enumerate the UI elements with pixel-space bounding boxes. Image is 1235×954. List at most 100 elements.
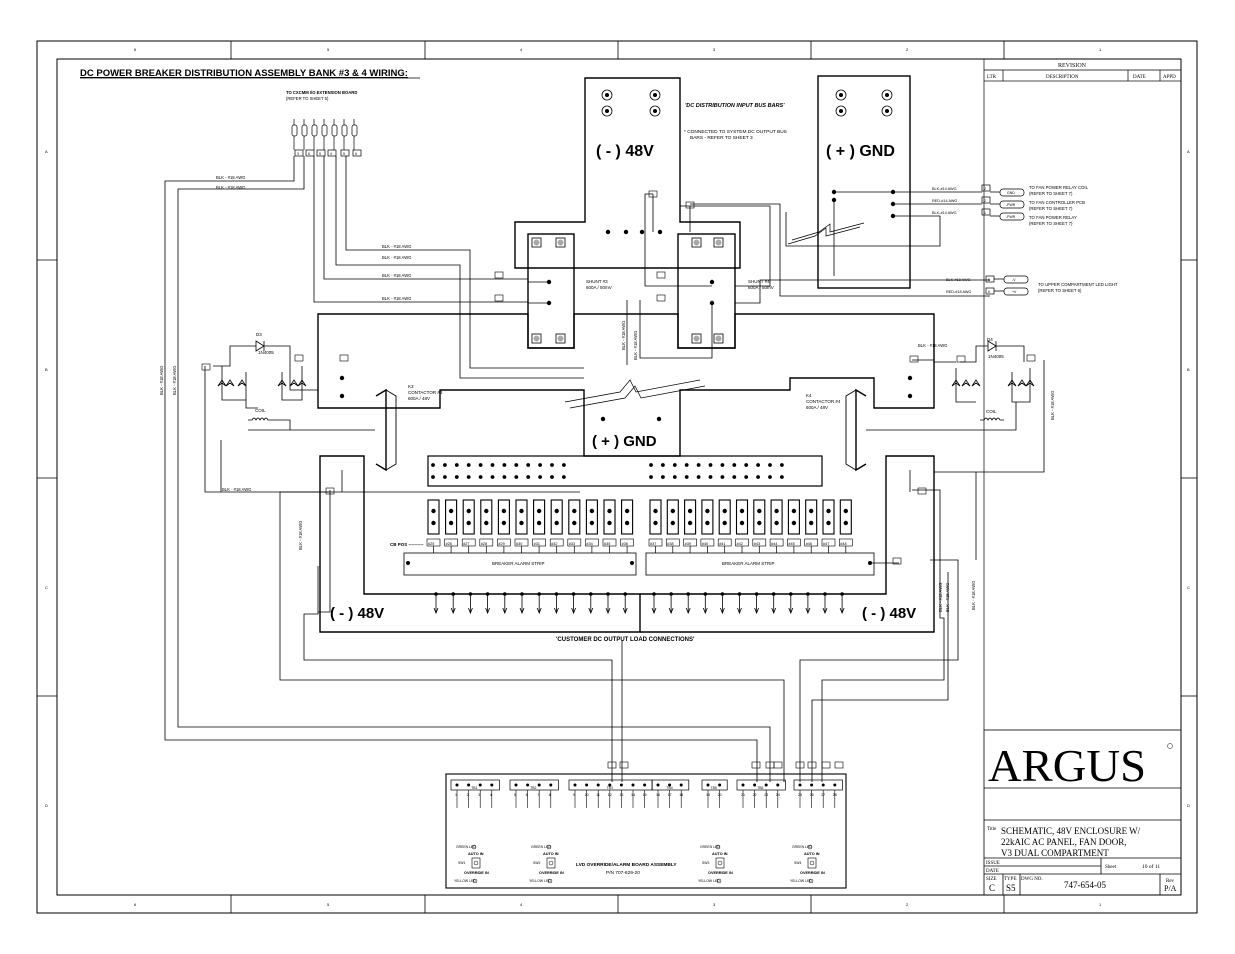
zone-row-label: C bbox=[1187, 585, 1190, 590]
breaker-position-label: #44 bbox=[771, 542, 777, 546]
input-bus-neg-label: ( - ) 48V bbox=[596, 143, 654, 160]
page-title: DC POWER BREAKER DISTRIBUTION ASSEMBLY B… bbox=[80, 68, 408, 79]
revision-col-ltr: LTR bbox=[987, 75, 997, 80]
breaker-position-label: #48 bbox=[840, 542, 846, 546]
gnd-terminal bbox=[661, 463, 665, 467]
terminal-number: 18 bbox=[679, 793, 683, 797]
fan-pin-label: 1 bbox=[984, 211, 986, 215]
circuit-breaker: #45 bbox=[787, 499, 801, 553]
terminal-number: 6 bbox=[526, 793, 528, 797]
terminal-number: 3 bbox=[478, 793, 480, 797]
green-led-label: GREEN LED bbox=[700, 845, 720, 849]
terminal-number: 12 bbox=[608, 793, 612, 797]
terminal-number: 15 bbox=[643, 793, 647, 797]
terminal-block-label: TB4 bbox=[666, 786, 672, 790]
fan-conn-ref: (REFER TO SHEET 7) bbox=[1029, 191, 1073, 196]
wire-markers bbox=[201, 190, 1036, 769]
cb-pos-label: CB POS ---------- bbox=[390, 542, 424, 547]
zone-col-label: 1 bbox=[1099, 902, 1102, 907]
breaker-position-label: #41 bbox=[719, 542, 725, 546]
auto-in-label: AUTO IN bbox=[543, 852, 559, 856]
shunt-4 bbox=[677, 233, 736, 349]
gnd-bar-terminals bbox=[431, 463, 784, 479]
toggle-switch-icon bbox=[471, 857, 481, 869]
extension-board-label: TO CXCMM I/O EXTENSION BOARD bbox=[286, 90, 357, 95]
wire-label: BLK - #18 AWG bbox=[938, 583, 943, 612]
circuit-breaker: #44 bbox=[769, 499, 784, 553]
led-connection bbox=[985, 275, 1029, 296]
gnd-terminal bbox=[732, 475, 737, 479]
title-line: V3 DUAL COMPARTMENT bbox=[1001, 848, 1109, 858]
wire-label: BLK - #18 AWG bbox=[222, 487, 251, 492]
wire-label: BLK - #18 AWG bbox=[216, 175, 245, 180]
terminal-number: 14 bbox=[631, 793, 635, 797]
size-value: C bbox=[989, 883, 995, 893]
breaker-position-label: #29 bbox=[498, 542, 504, 546]
wire-label: RED-#18 AWG bbox=[946, 290, 971, 294]
mid-gnd-label: ( + ) GND bbox=[592, 433, 657, 450]
shunt-3-name: SHUNT #3 bbox=[586, 279, 608, 284]
gnd-terminal bbox=[768, 475, 772, 479]
breaker-position-label: #46 bbox=[806, 542, 812, 546]
terminal-number: 16 bbox=[656, 793, 660, 797]
green-led-icon bbox=[807, 844, 813, 850]
circuit-breaker: #47 bbox=[821, 499, 836, 553]
breaker-position-label: #25 bbox=[428, 542, 434, 546]
shunt-3 bbox=[527, 233, 575, 349]
load-terminal bbox=[668, 592, 674, 615]
inner-border bbox=[56, 58, 1182, 896]
gnd-terminal bbox=[478, 463, 483, 467]
title-line: 22kAIC AC PANEL, FAN DOOR, bbox=[1001, 837, 1127, 847]
fan-conn-ref: (REFER TO SHEET 7) bbox=[1029, 206, 1073, 211]
load-bus-neg-right bbox=[640, 455, 935, 633]
breaker-position-label: #45 bbox=[788, 542, 794, 546]
gnd-terminal bbox=[502, 463, 507, 467]
override-in-label: OVERRIDE IN bbox=[708, 871, 733, 875]
input-bus-pos-label: ( + ) GND bbox=[826, 143, 895, 160]
load-terminal bbox=[651, 592, 657, 615]
circuit-breaker: #42 bbox=[735, 499, 749, 553]
zone-row-label: A bbox=[1187, 149, 1190, 154]
breaker-position-label: #34 bbox=[586, 542, 592, 546]
extension-board-ref: (REFER TO SHEET 5) bbox=[286, 96, 329, 101]
zone-row-label: C bbox=[45, 585, 48, 590]
zone-col-label: 4 bbox=[520, 902, 523, 907]
fan-conn-label: GND bbox=[1007, 191, 1015, 195]
load-terminal bbox=[536, 592, 542, 615]
load-terminal bbox=[805, 592, 811, 615]
switch-label: SW2 bbox=[533, 861, 540, 865]
circuit-breaker: #38 bbox=[665, 499, 680, 553]
wire-label: BLK - #18 AWG bbox=[382, 296, 411, 301]
k4-desc: CONTACTOR #4 bbox=[806, 399, 841, 404]
zone-row-label: A bbox=[45, 149, 48, 154]
gnd-terminal bbox=[466, 475, 471, 479]
gnd-terminal bbox=[744, 475, 749, 479]
revision-header: REVISION bbox=[1058, 63, 1087, 69]
terminal-number: 1 bbox=[455, 793, 457, 797]
gnd-terminal bbox=[684, 463, 689, 467]
revision-col-date: DATE bbox=[1133, 75, 1146, 80]
gnd-terminal bbox=[490, 475, 495, 479]
wire-label: BLK - #18 AWG bbox=[159, 366, 164, 395]
gnd-terminal bbox=[649, 463, 653, 467]
load-terminal bbox=[433, 592, 439, 615]
wire-label: BLK - #18 AWG bbox=[382, 273, 411, 278]
bus-bars-title: 'DC DISTRIBUTION INPUT BUS BARS' bbox=[685, 103, 785, 109]
wire-label: BLK - #18 AWG bbox=[382, 255, 411, 260]
ext-pin-label: 4 bbox=[330, 152, 332, 156]
gnd-terminal bbox=[538, 463, 542, 467]
k4-coil-label: COIL bbox=[986, 409, 997, 414]
revision-col-appd: APPD bbox=[1163, 75, 1176, 80]
gnd-terminal bbox=[562, 475, 566, 479]
breaker-position-label: #30 bbox=[516, 542, 522, 546]
sheet-label: Sheet bbox=[1105, 865, 1117, 870]
load-terminal bbox=[622, 592, 628, 615]
breaker-position-label: #26 bbox=[446, 542, 452, 546]
gnd-terminal bbox=[550, 463, 554, 467]
yellow-led-icon bbox=[808, 878, 814, 884]
circuit-breaker: #29 bbox=[497, 499, 511, 553]
d3-label: D3 bbox=[256, 332, 262, 337]
